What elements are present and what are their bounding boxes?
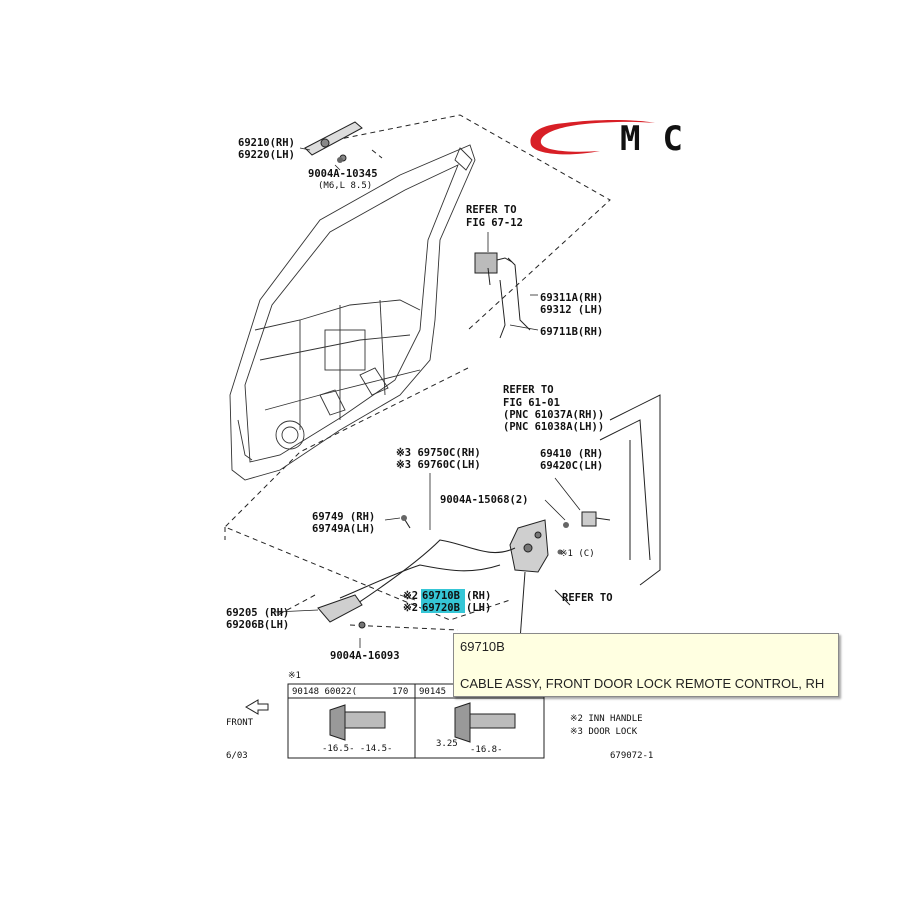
callout-69749[interactable]: 69749 (RH) <box>312 511 375 523</box>
callout-69760c[interactable]: ※3 69760C(LH) <box>396 459 481 471</box>
front-label: FRONT <box>226 718 254 728</box>
callout-bolt-spec: (M6,L 8.5) <box>318 181 372 191</box>
inside-handle <box>317 594 366 629</box>
legend-door-lock: ※3 DOOR LOCK <box>570 727 638 737</box>
exploded-frame <box>224 114 611 631</box>
inset-box2-header[interactable]: 90145 <box>419 687 446 697</box>
refer-fig-67-12[interactable]: FIG 67-12 <box>466 217 523 229</box>
tooltip-description: CABLE ASSY, FRONT DOOR LOCK REMOTE CONTR… <box>460 676 825 691</box>
callout-69312[interactable]: 69312 (LH) <box>540 304 603 316</box>
callout-69710b-side: (RH) <box>466 590 491 602</box>
note-marker-2a: ※2 <box>403 590 418 602</box>
refer-fig-61-01[interactable]: FIG 61-01 <box>503 397 560 409</box>
callout-69210[interactable]: 69210(RH) <box>238 137 295 149</box>
bolts <box>337 157 569 555</box>
cmc-logo: MC <box>525 115 785 160</box>
callout-69205[interactable]: 69205 (RH) <box>226 607 289 619</box>
legend-inn-handle: ※2 INN HANDLE <box>570 714 643 724</box>
inset-box1-header[interactable]: 90148 60022( <box>292 687 357 697</box>
door-panel <box>229 144 476 481</box>
callout-9004a-10345[interactable]: 9004A-10345 <box>308 168 378 180</box>
door-lock-assembly <box>509 519 549 573</box>
inset-box2-dims-b: -16.8- <box>470 745 503 755</box>
part-tooltip: 69710B CABLE ASSY, FRONT DOOR LOCK REMOT… <box>453 633 839 697</box>
highlight-69720b <box>421 601 465 613</box>
inset-box2-dims-a: 3.25 <box>436 739 458 749</box>
callout-69410[interactable]: 69410 (RH) <box>540 448 603 460</box>
outside-handle <box>304 121 363 162</box>
refer-pnc-61037a: (PNC 61037A(RH)) <box>503 409 604 421</box>
logo-swoosh-icon: MC <box>530 119 705 159</box>
lock-rod <box>519 571 571 641</box>
inset-box1-dims: -16.5- -14.5- <box>322 744 392 754</box>
highlight-69710b <box>421 589 465 601</box>
leader-lines <box>274 147 581 648</box>
body-pillar <box>581 394 661 586</box>
callout-9004a-16093[interactable]: 9004A-16093 <box>330 650 400 662</box>
clip-drawing-2 <box>454 702 516 743</box>
diagram-code: 679072-1 <box>610 751 653 761</box>
note-marker-2b: ※2 <box>403 602 418 614</box>
refer-label-3: REFER TO <box>562 592 613 604</box>
inset-frame <box>287 683 545 759</box>
tooltip-part-number: 69710B <box>460 639 505 654</box>
inset-box1-size: 170 <box>392 687 408 697</box>
refer-label-1: REFER TO <box>466 204 517 216</box>
callout-69311a[interactable]: 69311A(RH) <box>540 292 603 304</box>
callout-69749a[interactable]: 69749A(LH) <box>312 523 375 535</box>
front-arrow-icon <box>245 699 269 715</box>
refer-label-2: REFER TO <box>503 384 554 396</box>
logo-text: MC <box>620 119 705 159</box>
callout-69710b[interactable]: 69710B <box>422 590 460 602</box>
callout-69720b[interactable]: 69720B <box>422 602 460 614</box>
callout-69750c[interactable]: ※3 69750C(RH) <box>396 447 481 459</box>
callout-69206b[interactable]: 69206B(LH) <box>226 619 289 631</box>
callout-69220[interactable]: 69220(LH) <box>238 149 295 161</box>
clip-drawing-1 <box>329 704 386 741</box>
refer-pnc-61038a: (PNC 61038A(LH)) <box>503 421 604 433</box>
callout-69711b[interactable]: 69711B(RH) <box>540 326 603 338</box>
page-code: 6/03 <box>226 751 248 761</box>
callout-69420c[interactable]: 69420C(LH) <box>540 460 603 472</box>
inset-marker: ※1 <box>288 671 301 681</box>
lock-cylinder <box>474 252 531 339</box>
remote-control-cable <box>339 519 516 606</box>
callout-69720b-side: (LH) <box>466 602 491 614</box>
callout-note-1: ※1 (C) <box>560 549 595 559</box>
callout-9004a-15068[interactable]: 9004A-15068(2) <box>440 494 529 506</box>
